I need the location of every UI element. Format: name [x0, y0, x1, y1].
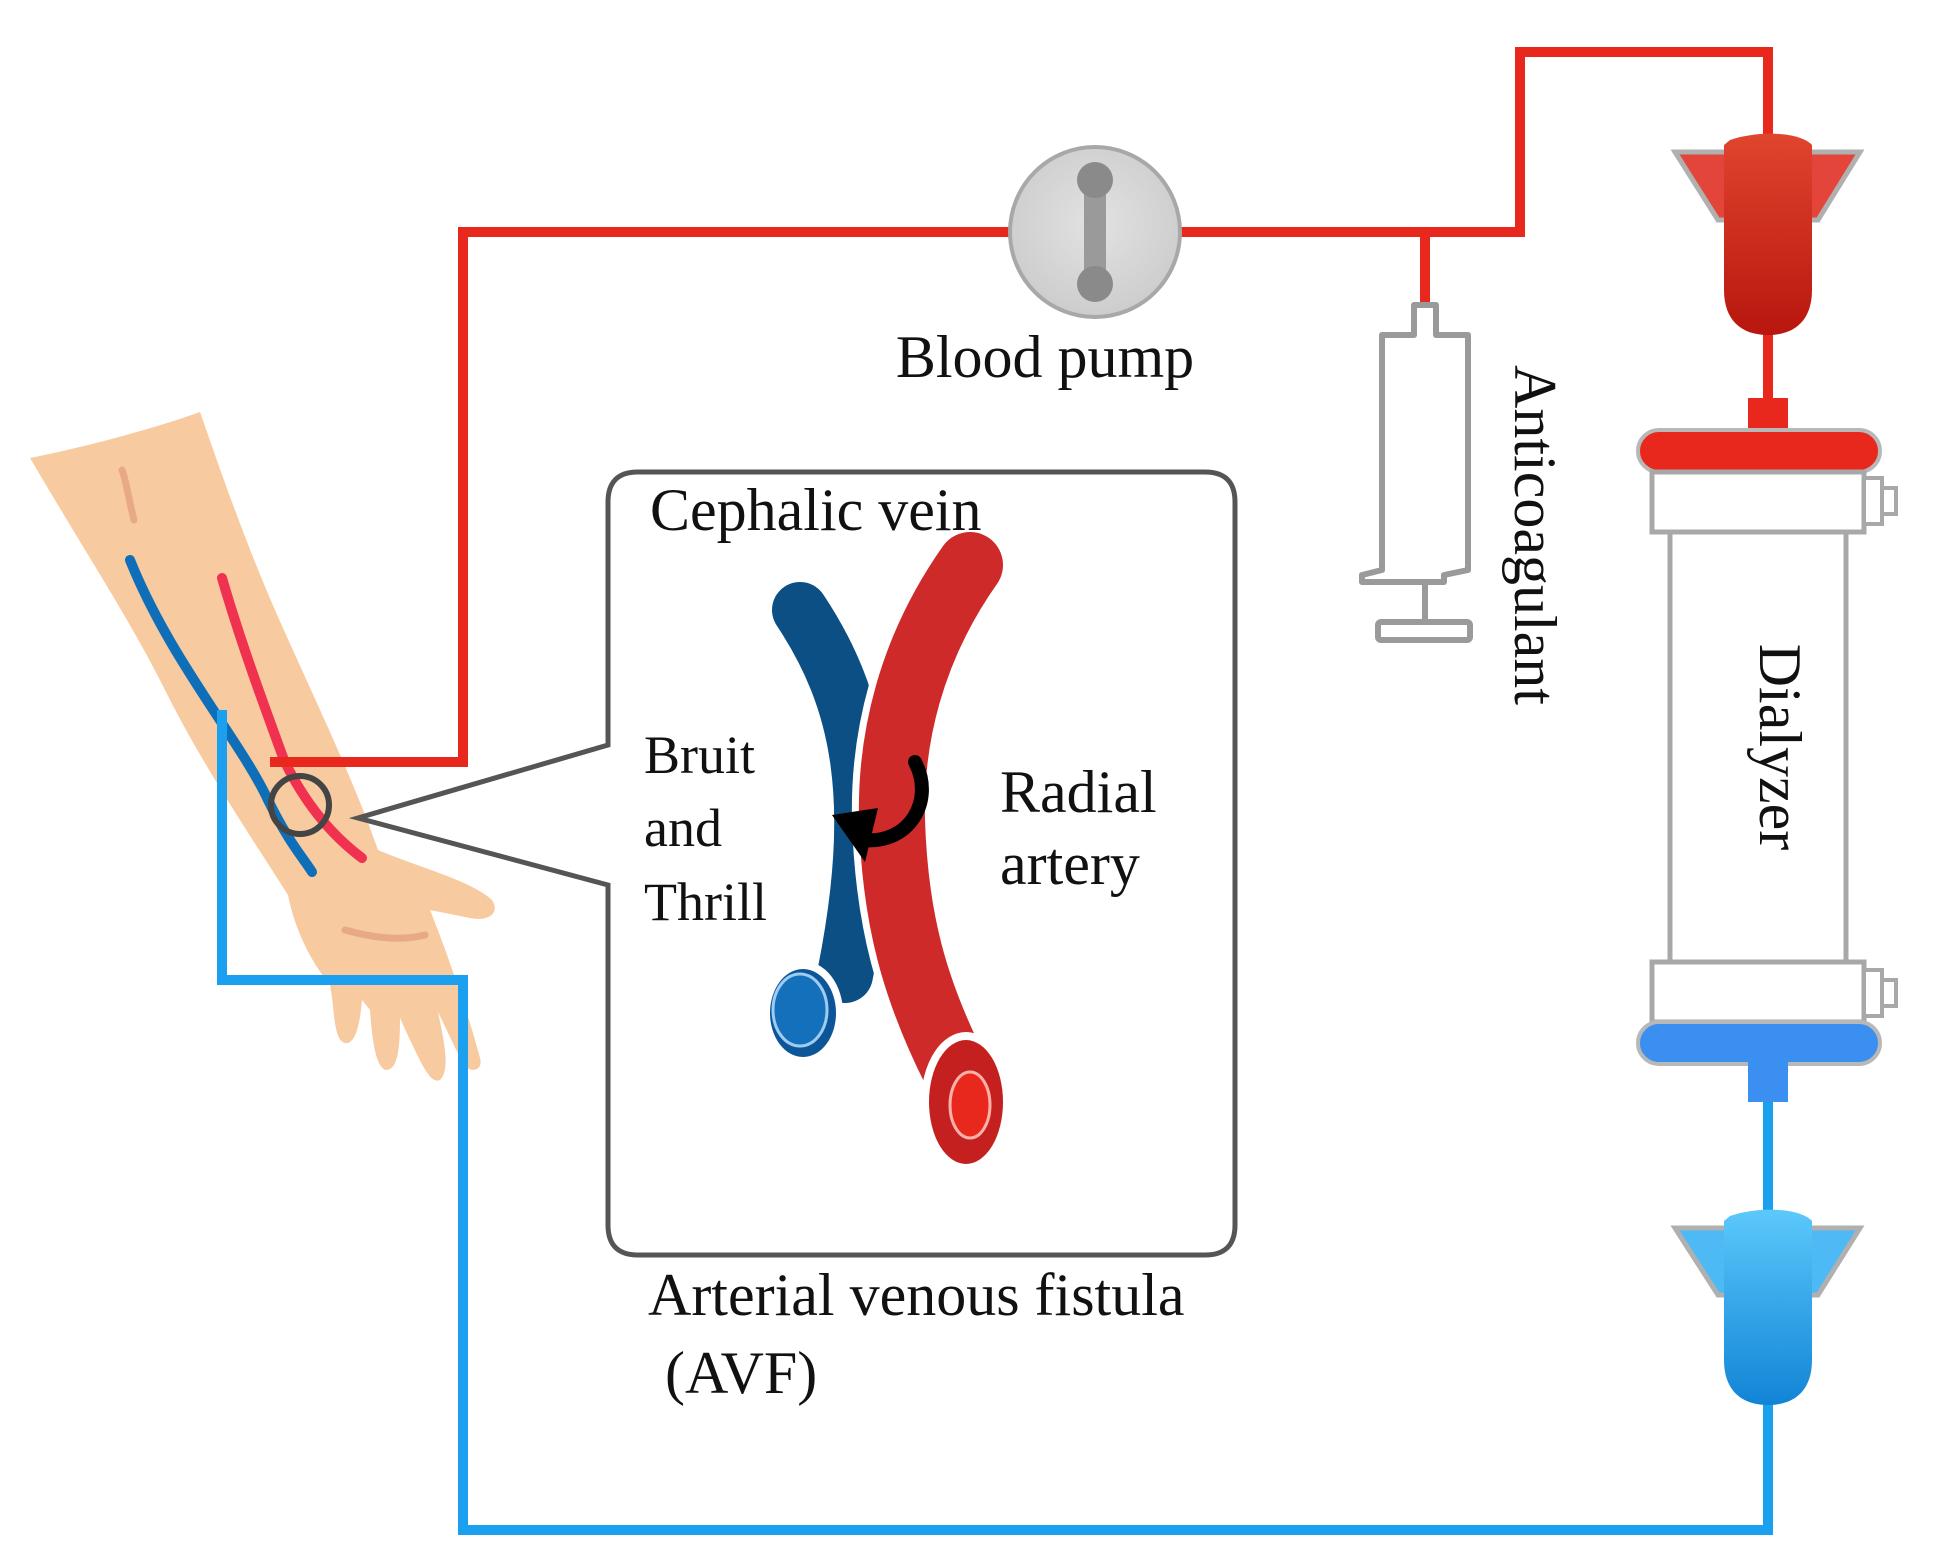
- bruit-label-line2: and: [644, 798, 722, 858]
- forearm-skin: [30, 412, 495, 1081]
- arm-vein: [125, 555, 317, 877]
- dialyzer-top-port: [1862, 476, 1884, 526]
- radial-artery-label-line1: Radial: [1000, 759, 1157, 825]
- curved-arrow-icon: [832, 755, 929, 862]
- radial-artery-vessel: [851, 532, 1011, 1172]
- arterial-tube-main: [270, 47, 1773, 767]
- venous-tube-main: [217, 710, 1773, 1535]
- dialyzer-red-cap: [1636, 428, 1882, 474]
- blood-pump-label: Blood pump: [896, 324, 1194, 390]
- drip-chamber-icon-blue: [1670, 1209, 1865, 1405]
- dialyzer-top-port-tip: [1880, 486, 1898, 516]
- dialyzer-red-inlet: [1748, 398, 1788, 430]
- bruit-label-line1: Bruit: [644, 725, 755, 785]
- anticoagulant-label: Anticoagulant: [1502, 365, 1568, 705]
- forearm-crease: [118, 466, 138, 524]
- blue-chamber-body: [1724, 1209, 1812, 1405]
- dialyzer-cartridge-icon: [1636, 398, 1898, 1102]
- dialyzer-blue-outlet: [1748, 1062, 1788, 1102]
- dialyzer-bottom-header: [1649, 959, 1867, 1025]
- palm-crease: [341, 926, 429, 942]
- red-chamber-body: [1724, 133, 1812, 335]
- drip-chamber-icon: [1670, 133, 1865, 335]
- avf-caption-line2: (AVF): [665, 1340, 817, 1406]
- callout-box: [348, 469, 1238, 1258]
- bruit-label-line3: Thrill: [644, 872, 767, 932]
- radial-artery-label-line2: artery: [1000, 831, 1140, 897]
- dialyzer-body: [1667, 529, 1849, 965]
- dialyzer-label: Dialyzer: [1747, 644, 1813, 851]
- syringe-icon: [1359, 302, 1473, 643]
- avf-callout: [348, 469, 1238, 1258]
- venous-line: [217, 710, 1773, 1535]
- dialyzer-top-header: [1649, 469, 1867, 535]
- anastomosis-marker: [268, 773, 332, 837]
- dialyzer-blue-cap: [1636, 1020, 1882, 1066]
- dialyzer-bottom-port-tip: [1880, 978, 1898, 1008]
- arterial-line: [270, 47, 1773, 767]
- dialyzer-bottom-port: [1862, 968, 1884, 1018]
- roller-pump-icon: [1008, 145, 1182, 319]
- cephalic-vein-label: Cephalic vein: [650, 477, 982, 543]
- avf-caption-line1: Arterial venous fistula: [648, 1262, 1185, 1328]
